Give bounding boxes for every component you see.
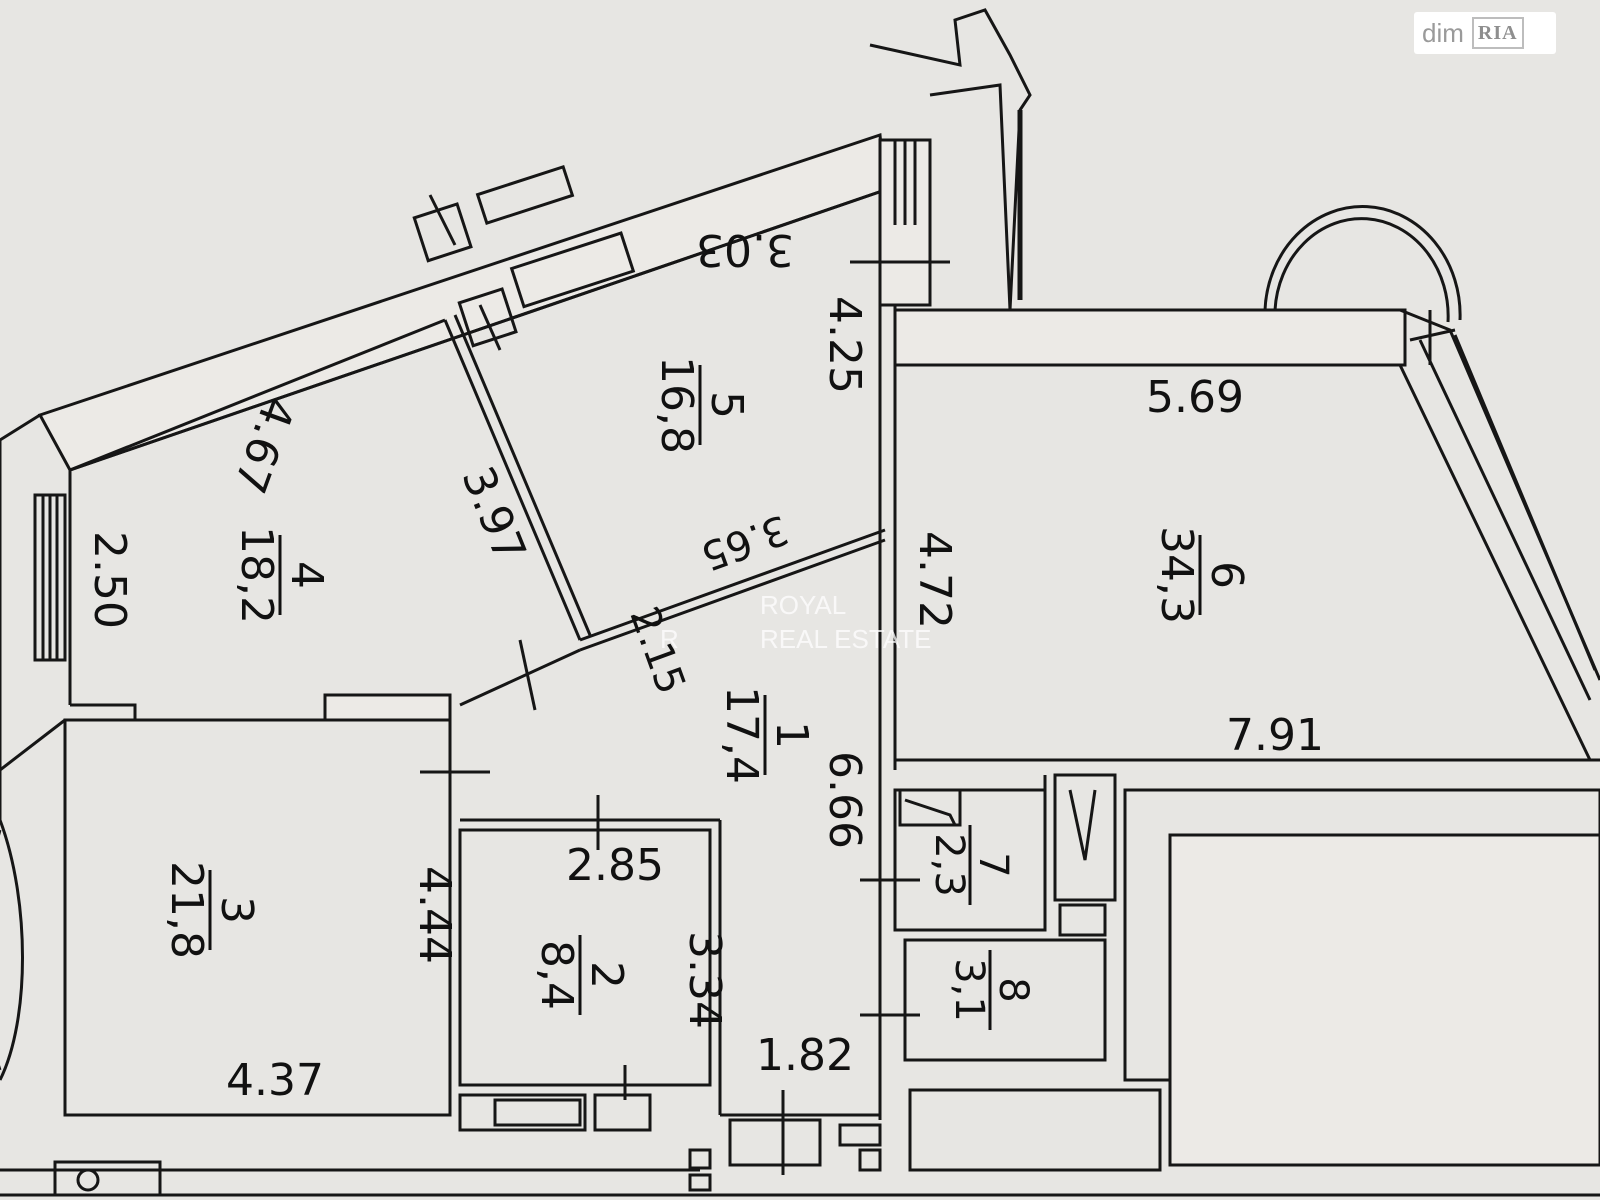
- walls: [0, 8, 1600, 1197]
- badge-dim-text: dim: [1422, 17, 1464, 48]
- dim-top-wall: 3.03: [696, 224, 794, 275]
- dim-room3-bottom: 4.37: [226, 1055, 324, 1106]
- room-3-label: 3 21,8: [161, 861, 262, 959]
- room-area: 16,8: [651, 356, 702, 454]
- watermark-line2: REAL ESTATE: [760, 624, 931, 654]
- room-area: 8,4: [531, 940, 582, 1010]
- room-number: 6: [1201, 561, 1252, 589]
- dim-room6-left: 4.72: [909, 531, 960, 629]
- room-labels: 1 17,4 2 8,4 3 21,8 4 18,2 5 16,8: [161, 356, 1252, 1030]
- dim-corridor-right: 6.66: [819, 751, 870, 849]
- dim-room2-right: 3.34: [679, 931, 730, 1029]
- dim-hall-bottom: 1.82: [756, 1030, 854, 1081]
- room-2-label: 2 8,4: [531, 935, 632, 1015]
- dim-room6-bottom: 7.91: [1226, 710, 1324, 761]
- room-6-label: 6 34,3: [1151, 526, 1252, 624]
- dim-room4-left: 2.50: [84, 531, 135, 629]
- room-number: 2: [581, 961, 632, 989]
- room-area: 17,4: [716, 686, 767, 784]
- room-area: 21,8: [161, 861, 212, 959]
- dim-ria-badge[interactable]: dim RIA: [1414, 12, 1556, 54]
- room-area: 18,2: [231, 526, 282, 624]
- room-4-label: 4 18,2: [231, 526, 332, 624]
- watermark-logo: R: [660, 624, 679, 654]
- watermark-line1: ROYAL: [760, 590, 846, 620]
- room-area: 34,3: [1151, 526, 1202, 624]
- room-number: 4: [281, 561, 332, 589]
- ria-logo: RIA: [1471, 17, 1524, 49]
- dim-room3-right: 4.44: [409, 866, 460, 964]
- room-number: 3: [211, 896, 262, 924]
- dim-room2-top: 2.85: [566, 840, 664, 891]
- room-7-label: 7 2,3: [926, 825, 1016, 905]
- room-number: 8: [990, 977, 1036, 1002]
- watermark: R ROYAL REAL ESTATE: [660, 590, 931, 654]
- room-area: 3,1: [946, 958, 992, 1022]
- room-area: 2,3: [926, 833, 972, 897]
- dim-room6-top: 5.69: [1146, 372, 1244, 423]
- dim-room5-right: 4.25: [819, 296, 870, 394]
- room-8-label: 8 3,1: [946, 950, 1036, 1030]
- room-5-label: 5 16,8: [651, 356, 752, 454]
- room-1-label: 1 17,4: [716, 686, 817, 784]
- room-number: 5: [701, 391, 752, 419]
- room-number: 7: [970, 852, 1016, 877]
- room-number: 1: [766, 721, 817, 749]
